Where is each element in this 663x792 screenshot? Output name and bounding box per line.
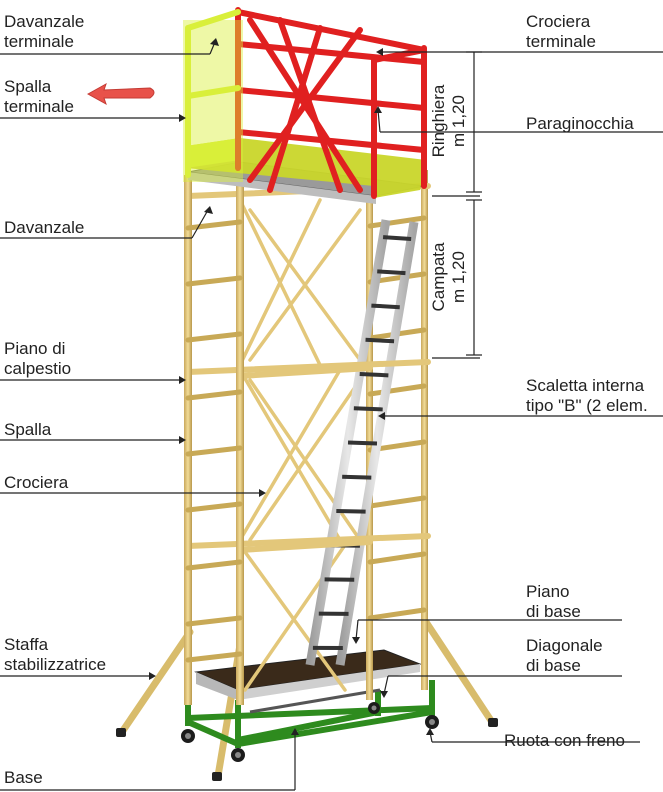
dimension-line-2: m 1,20 [449,251,468,303]
label-spalla: Spalla [4,420,52,439]
label-line: Staffa [4,635,49,654]
label-spalla-terminale: Spalla terminale [4,77,74,117]
label-line: Piano di [4,339,66,358]
label-crociera: Crociera [4,473,69,492]
ladder-rung [342,474,372,480]
crociera-braces [238,198,362,692]
dimension-campata: Campata m 1,20 [429,227,469,327]
paraginocchia [186,138,426,198]
label-line: Scaletta interna [526,376,645,395]
ladder-rung [365,337,395,344]
label-diagonale-di-base: Diagonale di base [526,636,603,676]
spalla-terminale-highlight [183,9,243,182]
label-davanzale-terminale: Davanzale terminale [4,12,84,52]
label-base: Base [4,768,43,787]
red-arrow-icon [86,82,155,106]
ladder-rung [377,269,406,276]
label-scaletta-interna: Scaletta interna tipo "B" (2 elem. [526,376,648,416]
stabilizer-feet [116,718,498,781]
label-line: terminale [526,32,596,51]
spalla-back [366,170,428,700]
label-piano-di-base: Piano di base [526,582,581,622]
dimension-lines [432,51,482,359]
stabilizer-legs [118,618,496,780]
diagonale-di-base [249,688,381,714]
spalla-front [184,165,244,705]
label-line: di base [526,602,581,621]
label-line: terminale [4,97,74,116]
label-staffa-stabilizzatrice: Staffa stabilizzatrice [4,635,106,675]
dimension-ringhiera: Ringhiera m 1,20 [429,71,469,171]
dimension-line-1: Ringhiera [429,84,448,158]
label-line: Spalla [4,77,52,96]
label-line: Davanzale [4,12,85,31]
dimension-line-1: Campata [429,242,448,312]
ladder-rung [382,235,412,242]
label-line: Piano [526,582,570,601]
label-paraginocchia: Paraginocchia [526,114,634,133]
ladder-rung [353,406,383,412]
label-line: calpestio [4,359,72,378]
spalla-front-rungs [185,219,243,663]
label-piano-calpestio: Piano di calpestio [4,339,71,379]
label-ruota-con-freno: Ruota con freno [504,731,625,750]
ringhiera [235,7,427,199]
ladder-rung [359,372,389,378]
label-line: Crociera [526,12,591,31]
dimension-line-2: m 1,20 [449,95,468,147]
leader-lines [0,41,663,791]
ladder-rung [336,508,366,514]
label-line: terminale [4,32,74,51]
ladder-rung [371,303,400,310]
label-crociera-terminale: Crociera terminale [526,12,596,52]
label-line: tipo "B" (2 elem. [526,396,648,415]
label-davanzale: Davanzale [4,218,85,237]
label-line: di base [526,656,581,675]
label-line: Diagonale [526,636,603,655]
leader-arrowheads [149,38,434,735]
wheel-icon [181,702,439,762]
ladder-rung [347,440,378,446]
label-line: stabilizzatrice [4,655,107,674]
